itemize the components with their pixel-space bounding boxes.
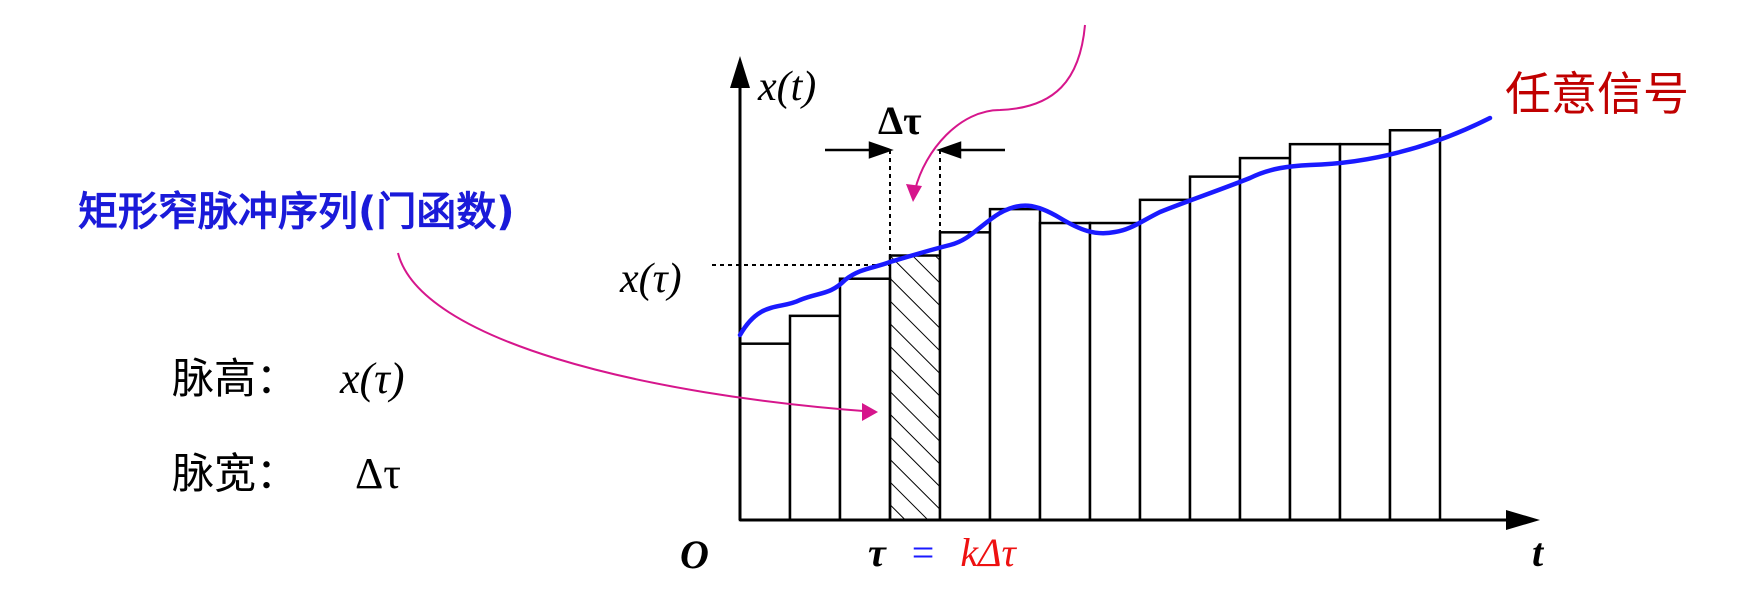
pulse-bar	[1388, 128, 1442, 522]
pulse-height-label: 脉高：	[172, 354, 298, 403]
x-axis-label: t	[1532, 530, 1545, 575]
delta-tau-left-arrowhead	[868, 141, 894, 159]
origin-label: O	[680, 532, 709, 577]
guide-lines	[712, 150, 941, 266]
pulse-bar	[838, 277, 892, 522]
tau-symbol: τ	[868, 530, 887, 575]
axes	[730, 56, 1540, 530]
delta-tau-arrows	[825, 141, 1005, 159]
pulse-width-label: 脉宽：	[172, 449, 298, 498]
y-axis-label: x(t)	[757, 64, 816, 110]
pulse-pointer-arrow	[397, 252, 877, 413]
pulse-sequence-label: 矩形窄脉冲序列(门函数)	[78, 189, 515, 235]
pulse-bar	[988, 207, 1042, 522]
pulse-bars	[738, 128, 1442, 522]
pulse-bar	[1238, 156, 1292, 522]
tau-equals: =	[912, 530, 935, 575]
pulse-bar	[938, 231, 992, 522]
highlight-pointer-arrow	[914, 24, 1086, 191]
pulse-bar	[1088, 221, 1142, 522]
delta-tau-right-arrowhead	[936, 141, 962, 159]
pulse-bar	[1138, 198, 1192, 522]
tau-equation: τ = kΔτ	[868, 530, 1018, 575]
pulse-pointer-arrowhead	[862, 403, 878, 421]
pulse-bar	[738, 342, 792, 522]
pulse-width-value: Δτ	[355, 449, 401, 498]
k-delta-tau: kΔτ	[960, 530, 1017, 575]
tau-value-label: x(τ)	[619, 256, 682, 302]
pulse-bar	[1188, 175, 1242, 522]
arbitrary-signal-label: 任意信号	[1505, 67, 1689, 121]
highlighted-pulse-bar	[888, 254, 942, 522]
x-axis-arrowhead	[1506, 510, 1540, 530]
pulse-bar	[788, 314, 842, 522]
pulse-height-value: x(τ)	[339, 354, 405, 403]
delta-tau-label: Δτ	[878, 98, 922, 143]
y-axis-arrowhead	[730, 56, 750, 88]
highlight-pointer-arrowhead	[906, 184, 922, 202]
pulse-bar	[1338, 142, 1392, 522]
arbitrary-signal-curve	[737, 115, 1493, 338]
pulse-bar	[1038, 221, 1092, 522]
pulse-bar	[1288, 142, 1342, 522]
